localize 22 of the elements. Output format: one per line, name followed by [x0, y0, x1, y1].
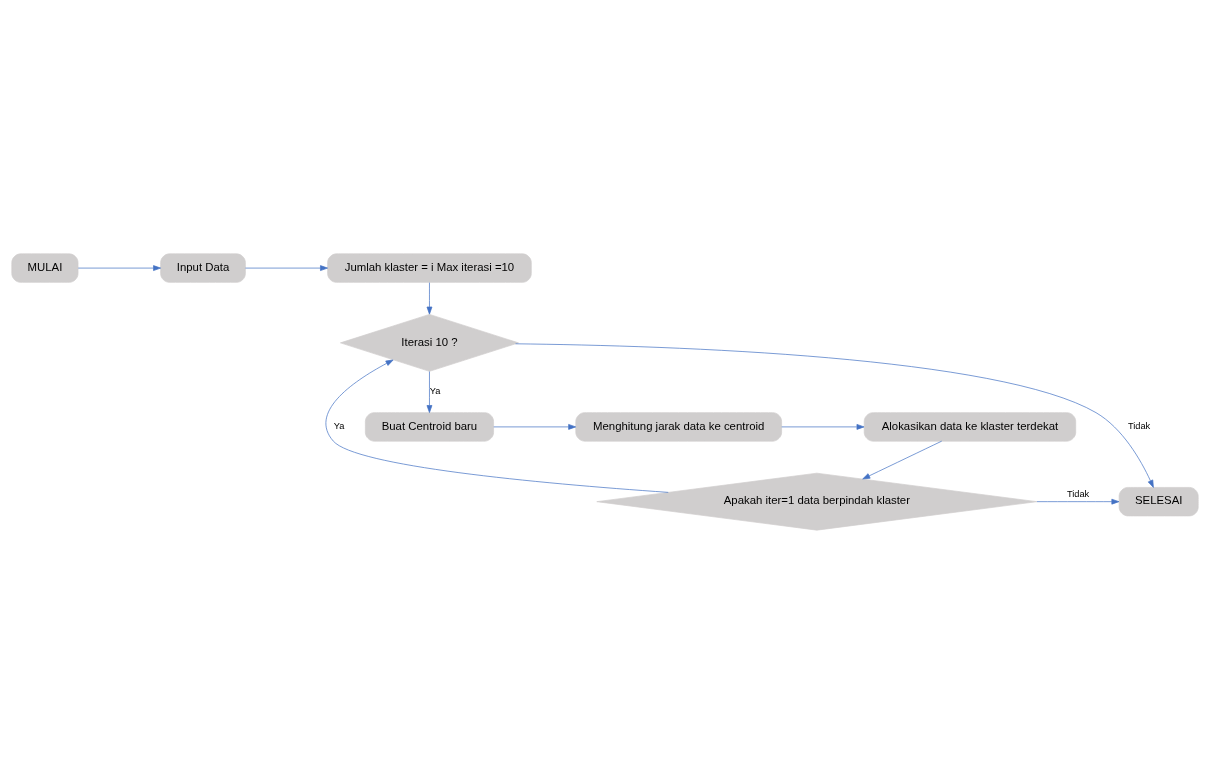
node-box: Buat Centroid baru	[365, 412, 494, 442]
edge-label: Ya	[429, 386, 441, 397]
edge-label: Tidak	[1127, 421, 1151, 432]
arrow	[77, 265, 161, 271]
node-box: MULAI	[11, 253, 79, 283]
edge-label: Tidak	[1066, 488, 1090, 499]
node-diamond: Iterasi 10 ?	[340, 314, 519, 372]
arrow	[781, 424, 865, 430]
node-box: SELESAI	[1118, 487, 1199, 517]
edge-label: Ya	[333, 421, 345, 432]
node-box: Alokasikan data ke klaster terdekat	[863, 412, 1077, 442]
arrow	[493, 424, 577, 430]
node-box: Input Data	[160, 253, 246, 283]
arrow	[1036, 498, 1120, 505]
arrow	[862, 440, 943, 480]
arrow	[426, 282, 433, 315]
arrow	[245, 265, 328, 271]
arrow	[426, 371, 433, 413]
node-box: Menghitung jarak data ke centroid	[575, 412, 782, 442]
arrow	[325, 359, 669, 493]
node-box: Jumlah klaster = i Max iterasi =10	[327, 253, 532, 283]
arrow	[515, 343, 1154, 488]
